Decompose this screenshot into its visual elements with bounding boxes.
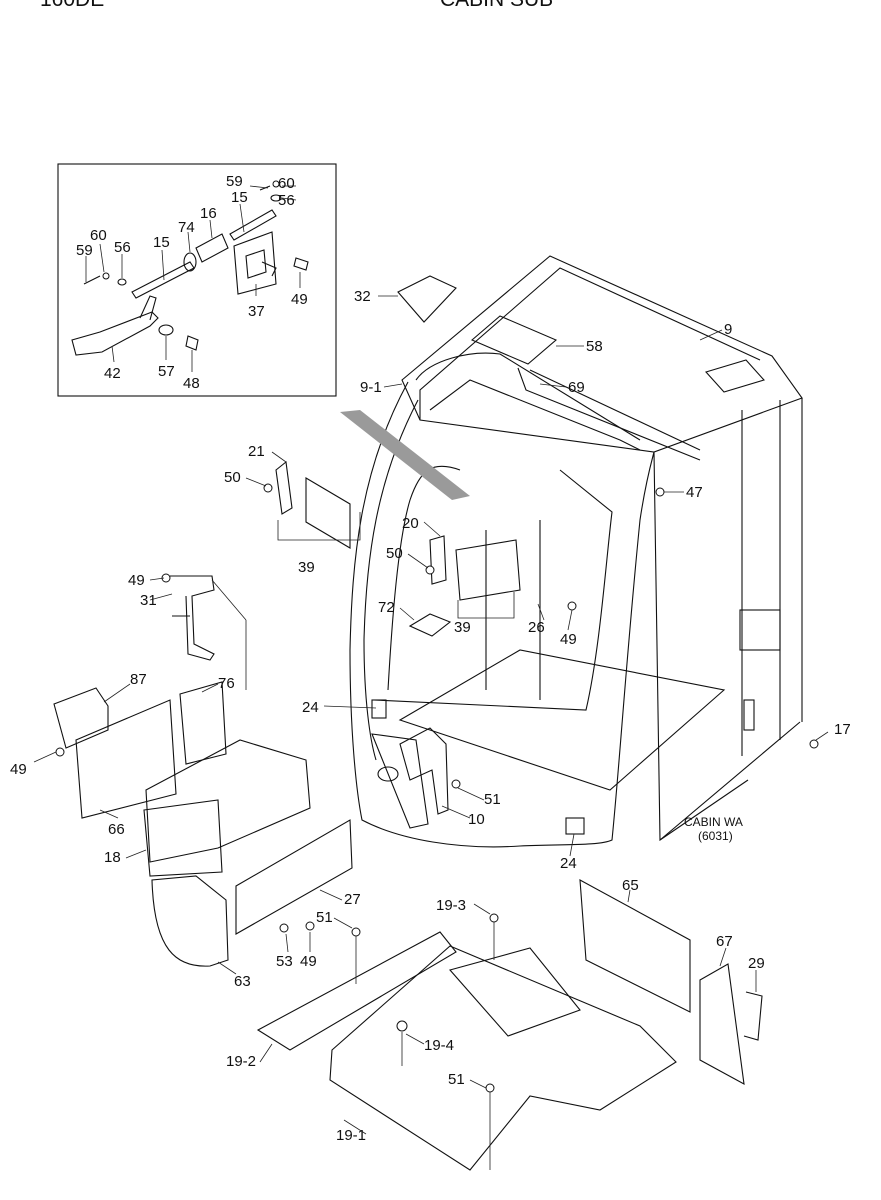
callout: 59 — [76, 242, 93, 259]
fasteners — [55, 483, 819, 1170]
callout: 49 — [560, 631, 577, 648]
callout: 10 — [468, 811, 485, 828]
callout: 17 — [834, 721, 851, 738]
callout: 67 — [716, 933, 733, 950]
callout: 49 — [10, 761, 27, 778]
callout: 27 — [344, 891, 361, 908]
callout: 15 — [231, 189, 248, 206]
callout: 59 — [226, 173, 243, 190]
callout: 32 — [354, 288, 371, 305]
callout: 29 — [748, 955, 765, 972]
callout: 56 — [114, 239, 131, 256]
inset-detail — [57, 163, 337, 397]
callout: 31 — [140, 592, 157, 609]
callout: 19-3 — [436, 897, 466, 914]
leader-lines — [33, 295, 829, 1135]
callout: 19-4 — [424, 1037, 454, 1054]
section-title: CABIN SUB — [440, 0, 553, 11]
callout: 16 — [200, 205, 217, 222]
callout: 21 — [248, 443, 265, 460]
cover-39 — [275, 460, 521, 619]
callout: 9 — [724, 321, 732, 338]
callout: 15 — [153, 234, 170, 251]
callout: 9-1 — [360, 379, 382, 396]
callout: 24 — [302, 699, 319, 716]
callout: 63 — [234, 973, 251, 990]
callout: 53 — [276, 953, 293, 970]
callout: 74 — [178, 219, 195, 236]
callout: 51 — [484, 791, 501, 808]
callout: 49 — [300, 953, 317, 970]
callout: 58 — [586, 338, 603, 355]
arrow-indicator — [340, 410, 470, 500]
callout: 19-1 — [336, 1127, 366, 1144]
callout: 50 — [224, 469, 241, 486]
callout: 87 — [130, 671, 147, 688]
callout: 37 — [248, 303, 265, 320]
model-code: 160DE — [40, 0, 104, 11]
callout: 48 — [183, 375, 200, 392]
roof-parts — [397, 275, 765, 461]
callout: 60 — [278, 175, 295, 192]
callout: 19-2 — [226, 1053, 256, 1070]
cabin-note-line2: (6031) — [698, 829, 733, 843]
callout: 57 — [158, 363, 175, 380]
callout: 51 — [316, 909, 333, 926]
callout: 18 — [104, 849, 121, 866]
cabin-note-line1: CABIN WA — [684, 815, 743, 829]
callout: 42 — [104, 365, 121, 382]
callout: 47 — [686, 484, 703, 501]
callout: 60 — [90, 227, 107, 244]
callout: 56 — [278, 192, 295, 209]
callout: 76 — [218, 675, 235, 692]
plate-72 — [408, 613, 452, 637]
floor-panels — [256, 879, 763, 1171]
callout: 39 — [298, 559, 315, 576]
callout: 65 — [622, 877, 639, 894]
callout: 20 — [402, 515, 419, 532]
callout: 50 — [386, 545, 403, 562]
console-assembly — [53, 681, 353, 967]
callout: 39 — [454, 619, 471, 636]
callout: 69 — [568, 379, 585, 396]
callout: 51 — [448, 1071, 465, 1088]
callout: 49 — [291, 291, 308, 308]
callout: 66 — [108, 821, 125, 838]
front-bracket — [371, 699, 585, 835]
callout: 26 — [528, 619, 545, 636]
stand-31 — [170, 575, 247, 690]
callout: 24 — [560, 855, 577, 872]
callout: 72 — [378, 599, 395, 616]
cabin-frame — [349, 255, 803, 848]
callout: 49 — [128, 572, 145, 589]
